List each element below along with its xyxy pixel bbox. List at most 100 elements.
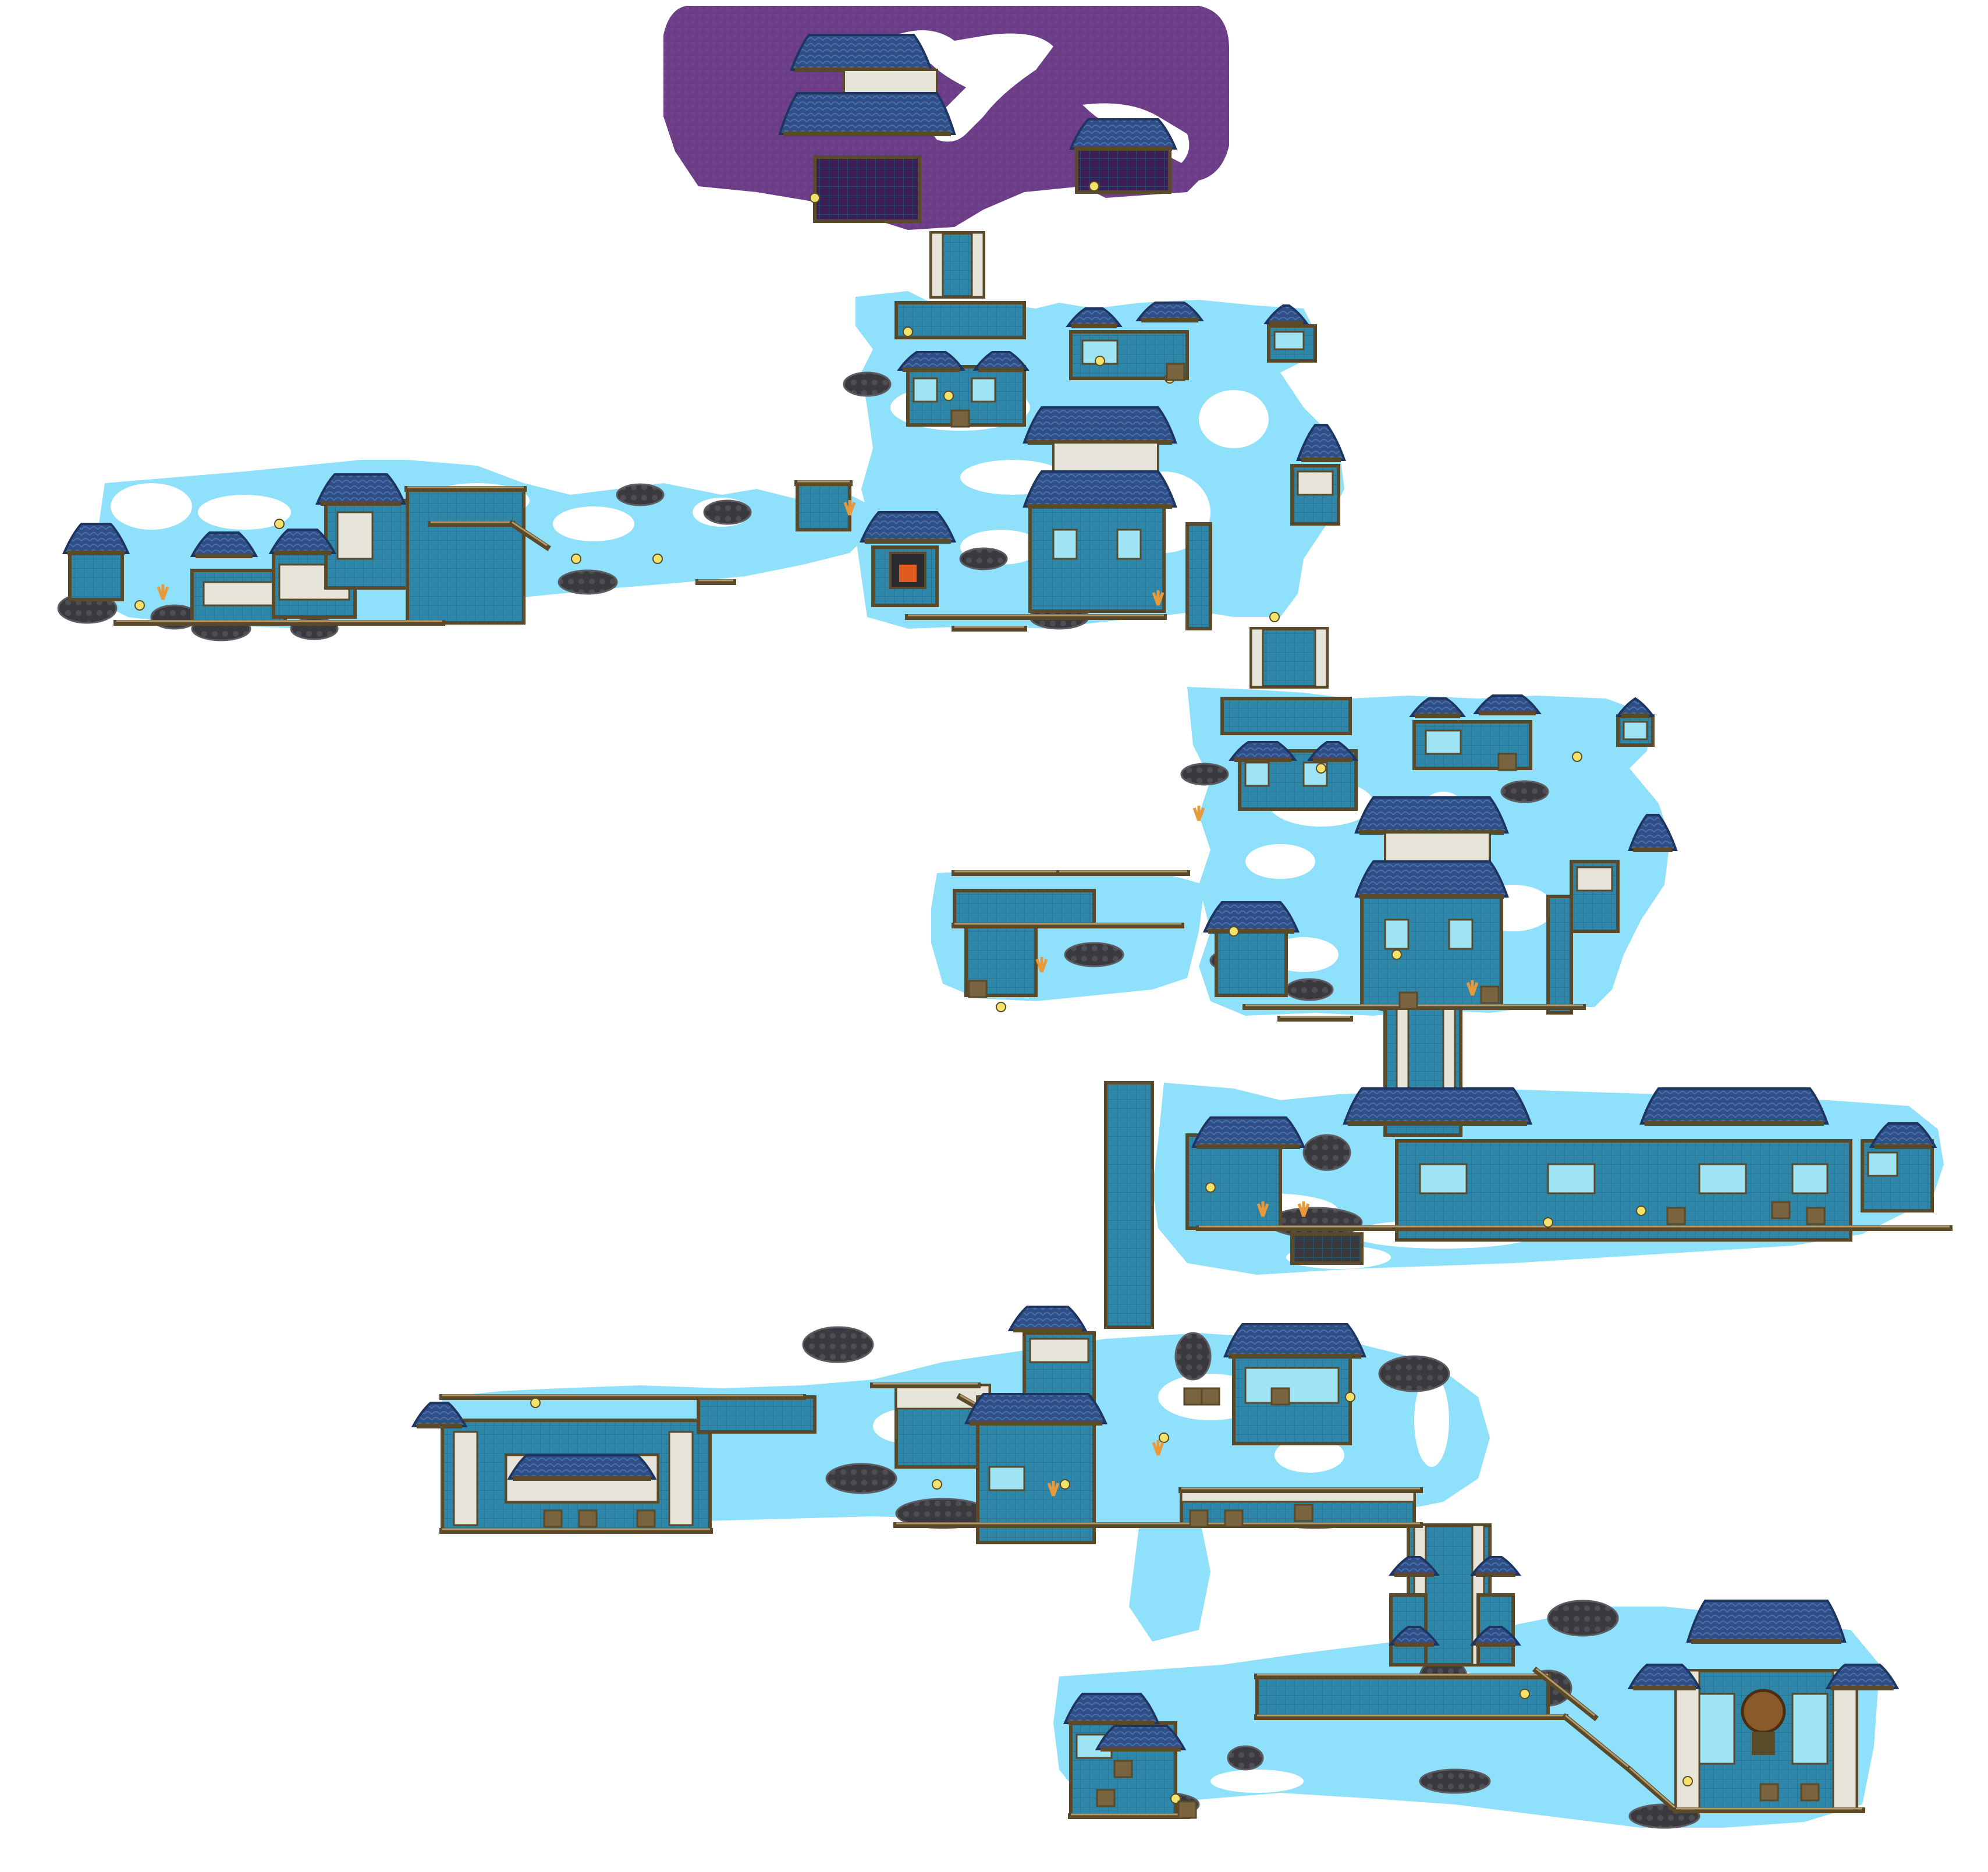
top-shaft [929, 231, 985, 299]
crate-icon [1096, 1789, 1116, 1807]
mid-right-tower-wall-1 [1576, 866, 1613, 892]
props [134, 181, 1826, 1819]
coral-icon [1047, 1481, 1060, 1497]
crate-icon [1480, 985, 1500, 1004]
dark-cloud-20 [825, 1463, 897, 1494]
globe-stand [1752, 1732, 1775, 1755]
white-cloud-7 [198, 495, 291, 530]
coral-icon [1152, 1440, 1165, 1456]
lantern-icon [530, 1398, 541, 1408]
lower-left-end-roof [411, 1402, 468, 1427]
mid-shaft-wall-2 [1314, 627, 1328, 688]
big-hall-right-room [1861, 1139, 1934, 1212]
dark-cloud-28 [1547, 1600, 1619, 1637]
crate-icon [1666, 1207, 1686, 1225]
lantern-icon [652, 554, 663, 564]
mid-corridor-grid [1222, 699, 1350, 733]
top-right-tower-frame [1290, 464, 1340, 526]
mid-right-shaft-grid [1548, 896, 1571, 1013]
mid-right-tower-roof-eave [1633, 848, 1673, 852]
left-small-roof [62, 523, 130, 554]
crate-icon [1294, 1504, 1314, 1522]
lantern-icon [1229, 926, 1239, 937]
crate-icon [1201, 1387, 1220, 1406]
big-hall-roof-right-eave [1645, 1121, 1824, 1126]
coral-icon [1035, 957, 1048, 973]
fireplace-roof-eave [865, 539, 951, 544]
fireplace-room-frame [871, 545, 939, 607]
left-room-a-roof-eave [196, 554, 253, 558]
crate-icon [1189, 1509, 1209, 1528]
top-left-roof-1 [897, 351, 965, 371]
mid-main-upper-wall [1384, 831, 1491, 863]
mid-right-roof [1616, 697, 1655, 717]
lower-right-pagoda [1232, 1355, 1352, 1445]
coral-icon [1192, 806, 1205, 821]
big-hall-left-room-roof [1191, 1116, 1306, 1148]
lower-left-end-roof-eave [417, 1424, 462, 1428]
top-main-pagoda-grid [1030, 506, 1164, 611]
top-shaft-wall-2 [971, 232, 985, 298]
bottom-globe-right-roof [1825, 1664, 1900, 1689]
top-right-tower [1290, 464, 1340, 526]
floating-platform-grid [1292, 1234, 1362, 1263]
mid-left-pagoda-grid [1216, 931, 1286, 995]
mid-arm-room [953, 889, 1096, 927]
left-room-a-wall-1 [203, 581, 275, 607]
globe-icon [1741, 1689, 1786, 1734]
fireplace-fire [899, 565, 917, 582]
big-hall-right-room-window-1 [1867, 1151, 1898, 1177]
mid-main-pagoda-window-2 [1448, 919, 1474, 950]
crate-icon [1224, 1509, 1244, 1528]
bottom-globe-roof-eave [1691, 1639, 1841, 1644]
lower-shelf-room-wall-1 [1029, 1338, 1089, 1363]
lantern-icon [1345, 1392, 1355, 1402]
white-cloud-24 [1414, 1374, 1449, 1467]
dark-cloud-15 [1500, 780, 1549, 803]
mid-mid-room-frame [1412, 720, 1532, 770]
purple-side-roof [1068, 118, 1178, 150]
crate-icon [578, 1509, 598, 1528]
lantern-icon [1269, 612, 1280, 622]
left-tall-room [324, 499, 421, 590]
mid-main-pagoda [1360, 895, 1503, 1009]
lower-pagoda-roof-eave [970, 1421, 1102, 1426]
lantern-icon [571, 554, 581, 564]
top-main-pagoda-window-2 [1116, 529, 1142, 560]
lower-left-long-hall-wall-1 [453, 1431, 478, 1526]
top-main-roof-upper [1023, 406, 1177, 444]
top-right-roof-eave [1269, 321, 1303, 325]
left-tall-roof [315, 473, 407, 505]
big-hall-main-grid [1397, 1141, 1851, 1240]
mid-right-room [1616, 714, 1655, 747]
big-hall-main-frame [1395, 1139, 1852, 1242]
left-room-a [190, 569, 287, 625]
top-left-roof-2 [972, 351, 1030, 371]
left-stair-beam-hilite [512, 521, 548, 547]
mid-mid-roof-2-eave [1479, 711, 1536, 715]
bottom-shaft-left-roof-2-eave [1394, 1642, 1434, 1647]
mid-main-pagoda-window-1 [1384, 919, 1410, 950]
sky-region-8 [1129, 1513, 1210, 1641]
lower-shelf-roof [1007, 1306, 1088, 1331]
top-right-tower-wall-1 [1297, 470, 1334, 496]
mid-arm-lower [964, 924, 1038, 997]
lantern-icon [1543, 1217, 1553, 1228]
top-main-roof-lower [1023, 470, 1177, 508]
dark-cloud-19 [802, 1326, 874, 1363]
left-end-tower [406, 487, 526, 625]
lantern-icon [274, 519, 285, 529]
mid-shaft [1249, 627, 1329, 689]
mid-left-room-window-1 [1244, 761, 1270, 787]
dark-cloud-6 [616, 483, 665, 506]
bottom-left-pagoda-roof-2-eave [1100, 1747, 1181, 1752]
lantern-icon [1391, 949, 1402, 960]
top-corridor-frame [894, 301, 1026, 339]
mid-left-pagoda-roof [1202, 901, 1300, 933]
bottom-stair-1-hilite [1565, 1714, 1630, 1769]
top-right-room-frame [1267, 324, 1317, 363]
dark-cloud-13 [1285, 978, 1334, 1001]
bottom-globe-hall-window-2 [1791, 1693, 1829, 1765]
mid-main-pagoda-grid [1362, 896, 1501, 1007]
white-cloud-4 [1199, 390, 1269, 448]
